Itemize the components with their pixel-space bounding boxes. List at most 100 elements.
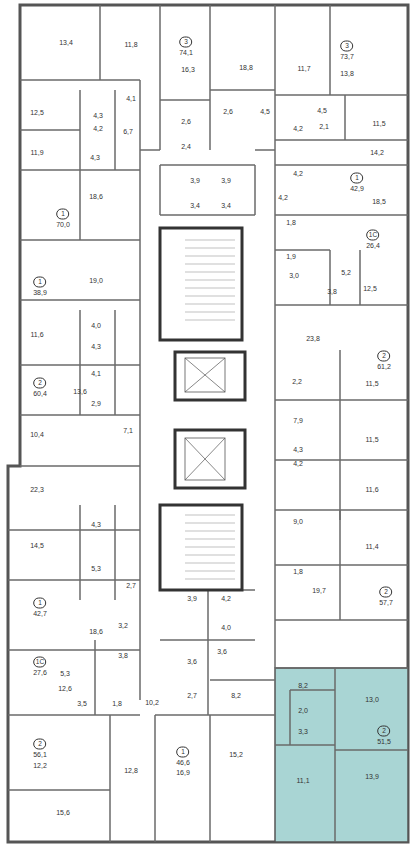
apartment-area: 61,2 <box>377 363 391 370</box>
stair-tread <box>185 320 235 321</box>
wall <box>160 214 255 216</box>
room-area: 7,1 <box>123 427 133 434</box>
room-count: 1 <box>34 598 47 609</box>
wall <box>275 619 408 621</box>
wall <box>159 165 161 215</box>
room-area: 4,1 <box>126 95 136 102</box>
stair-tread <box>185 312 235 313</box>
stair-tread <box>185 248 235 249</box>
wall <box>275 509 408 511</box>
wall <box>99 5 101 80</box>
room-count: 2 <box>380 587 393 598</box>
wall <box>289 690 291 745</box>
elevator-cab <box>185 438 225 480</box>
room-area: 2,7 <box>126 582 136 589</box>
wall <box>290 689 335 691</box>
wall <box>210 679 275 681</box>
room-area: 4,3 <box>91 343 101 350</box>
room-area: 11,6 <box>30 331 43 338</box>
room-area: 5,2 <box>341 269 351 276</box>
core-shaft <box>175 352 245 400</box>
apartment-badge: 374,1 <box>179 37 193 56</box>
room-area: 19,0 <box>89 277 103 284</box>
room-area: 4,3 <box>293 446 303 453</box>
room-area: 14,5 <box>30 542 44 549</box>
room-area: 15,6 <box>56 809 70 816</box>
room-area: 3,4 <box>190 202 200 209</box>
apartment-area: 56,1 <box>33 751 47 758</box>
room-count: 2 <box>34 378 47 389</box>
room-area: 4,2 <box>293 170 303 177</box>
room-area: 6,7 <box>123 128 133 135</box>
room-count: 1 <box>177 747 190 758</box>
room-area: 2,9 <box>91 400 101 407</box>
room-area: 8,2 <box>298 682 308 689</box>
room-area: 3,0 <box>289 272 299 279</box>
apartment-area: 73,7 <box>340 53 354 60</box>
stair-tread <box>185 304 235 305</box>
room-area: 11,4 <box>365 543 378 550</box>
room-count: 2 <box>378 351 391 362</box>
room-area: 12,5 <box>30 109 44 116</box>
room-area: 11,9 <box>30 149 43 156</box>
highlighted-apartment <box>275 668 408 842</box>
apartment-badge: 261,2 <box>377 351 391 370</box>
room-area: 12,8 <box>124 767 138 774</box>
room-area: 3,9 <box>221 177 231 184</box>
room-area: 2,4 <box>181 143 191 150</box>
wall <box>114 310 116 415</box>
room-area: 4,2 <box>293 125 303 132</box>
building-outline <box>8 5 408 842</box>
core-shaft <box>175 430 245 488</box>
room-area: 13,8 <box>340 70 354 77</box>
stair-tread <box>185 571 235 572</box>
stair-tread <box>185 579 235 580</box>
stair-tread <box>185 531 235 532</box>
wall <box>8 714 140 716</box>
wall <box>274 5 276 150</box>
wall <box>155 714 275 716</box>
apartment-badge: 146,6 <box>176 747 190 766</box>
room-count: 1 <box>34 277 47 288</box>
room-area: 16,3 <box>181 66 195 73</box>
wall <box>210 89 275 91</box>
wall <box>339 510 341 620</box>
room-area: 16,9 <box>176 769 190 776</box>
stair-tread <box>185 547 235 548</box>
room-count: 3 <box>180 37 193 48</box>
room-area: 5,3 <box>60 670 70 677</box>
room-area: 19,7 <box>312 587 326 594</box>
wall <box>209 715 211 842</box>
stair-tread <box>185 272 235 273</box>
wall <box>340 459 408 461</box>
wall <box>340 164 408 166</box>
room-area: 1,8 <box>112 700 122 707</box>
room-area: 2,7 <box>187 692 197 699</box>
room-area: 10,4 <box>30 431 44 438</box>
wall <box>275 564 408 566</box>
room-area: 3,6 <box>217 648 227 655</box>
room-area: 4,3 <box>90 154 100 161</box>
room-area: 22,3 <box>30 486 44 493</box>
stair-tread <box>185 280 235 281</box>
room-area: 3,5 <box>77 700 87 707</box>
apartment-area: 74,1 <box>179 49 193 56</box>
apartment-badge: 1С26,4 <box>366 230 380 249</box>
wall <box>20 465 140 467</box>
room-area: 4,2 <box>293 460 303 467</box>
wall <box>275 94 408 96</box>
stair-tread <box>185 555 235 556</box>
room-area: 8,2 <box>231 692 241 699</box>
apartment-area: 42,9 <box>350 185 364 192</box>
apartment-badge: 251,5 <box>377 726 391 745</box>
room-area: 2,0 <box>298 707 308 714</box>
wall <box>154 715 156 842</box>
wall <box>329 250 331 305</box>
elevator-cab <box>185 438 225 480</box>
wall <box>139 80 141 150</box>
room-area: 3,2 <box>118 622 128 629</box>
room-area: 4,3 <box>91 521 101 528</box>
wall <box>275 214 408 216</box>
wall <box>109 715 111 842</box>
